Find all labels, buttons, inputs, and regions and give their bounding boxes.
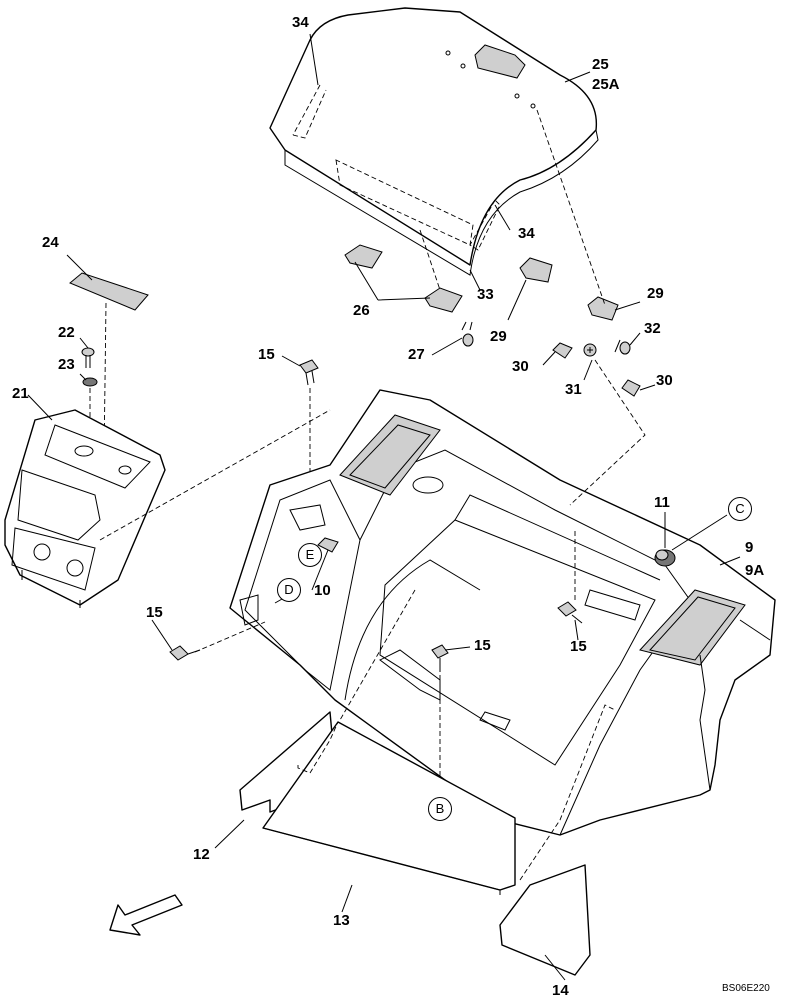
callout-30-right: 30	[656, 372, 673, 389]
leader-lines	[27, 33, 741, 981]
screw-part-31	[583, 343, 597, 357]
callout-26: 26	[353, 302, 370, 319]
bolt-part-15-left	[169, 645, 201, 661]
screw-part-32	[614, 339, 631, 355]
callout-30-left: 30	[512, 358, 529, 375]
screw-part-22	[81, 347, 95, 368]
clip-part-30-a	[552, 342, 573, 359]
callout-21: 21	[12, 385, 29, 402]
pad-part-24	[69, 272, 149, 311]
hinge-part-26-a	[344, 244, 383, 269]
knob-part-11	[654, 549, 676, 567]
callout-13: 13	[333, 912, 350, 929]
washer-part-23	[82, 377, 98, 387]
callout-22: 22	[58, 324, 75, 341]
bolt-part-15-upper	[299, 359, 319, 386]
callout-12: 12	[193, 846, 210, 863]
reference-c: C	[728, 497, 752, 521]
latch-part-29-b	[587, 296, 619, 321]
panel-part-21	[4, 409, 166, 608]
callout-25: 25	[592, 56, 609, 73]
reference-b: B	[428, 797, 452, 821]
callout-24: 24	[42, 234, 59, 251]
callout-25a: 25A	[592, 76, 620, 93]
callout-29-right: 29	[647, 285, 664, 302]
callout-34-right: 34	[518, 225, 535, 242]
callout-23: 23	[58, 356, 75, 373]
callout-15-right: 15	[570, 638, 587, 655]
callout-27: 27	[408, 346, 425, 363]
lid-part-25	[269, 7, 599, 276]
callout-15-center: 15	[474, 637, 491, 654]
callout-9a: 9A	[745, 562, 765, 579]
front-direction-arrow	[109, 894, 183, 936]
callout-32: 32	[644, 320, 661, 337]
callout-14: 14	[552, 982, 569, 999]
screw-part-27	[461, 321, 474, 347]
callout-15-upper: 15	[258, 346, 275, 363]
drawing-code: BS06E220	[722, 983, 770, 994]
callout-29-left: 29	[490, 328, 507, 345]
callout-9: 9	[745, 539, 754, 556]
bolt-part-15-right	[557, 601, 583, 624]
console-part-9	[229, 389, 776, 836]
callout-10: 10	[314, 582, 331, 599]
bracket-part-10	[317, 537, 339, 553]
callout-11: 11	[654, 494, 670, 511]
reference-d: D	[277, 578, 301, 602]
callout-33: 33	[477, 286, 494, 303]
latch-part-29-a	[519, 257, 553, 283]
callout-15-left: 15	[146, 604, 163, 621]
callout-34-top: 34	[292, 14, 309, 31]
bolt-part-15-center	[431, 644, 449, 672]
hinge-part-26-b	[424, 287, 463, 313]
reference-e: E	[298, 543, 322, 567]
cover-part-14	[499, 864, 591, 976]
clip-part-30-b	[621, 379, 641, 397]
callout-31: 31	[565, 381, 582, 398]
